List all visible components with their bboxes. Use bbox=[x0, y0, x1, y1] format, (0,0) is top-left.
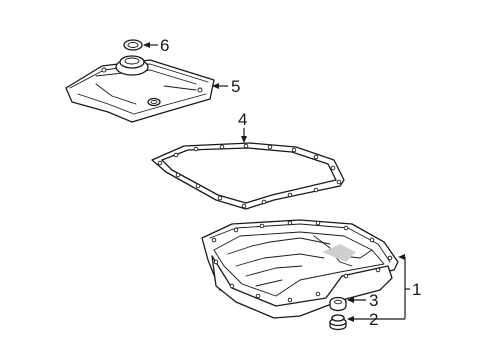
leader-5 bbox=[212, 83, 228, 89]
leader-4 bbox=[241, 128, 247, 143]
callout-1: 1 bbox=[412, 280, 421, 299]
part-1-oil-pan bbox=[201, 219, 399, 319]
leader-6 bbox=[143, 42, 158, 48]
callout-3: 3 bbox=[369, 291, 378, 310]
part-5-oil-strainer bbox=[65, 55, 215, 123]
leader-1-bracket bbox=[398, 254, 410, 319]
part-6-o-ring bbox=[123, 39, 143, 51]
part-3-drain-gasket bbox=[329, 296, 347, 312]
callout-2: 2 bbox=[369, 310, 378, 329]
callout-6: 6 bbox=[160, 36, 169, 55]
part-2-drain-plug bbox=[329, 314, 347, 331]
leader-2 bbox=[347, 316, 405, 322]
callout-5: 5 bbox=[231, 77, 240, 96]
leader-3 bbox=[347, 297, 366, 303]
part-4-pan-gasket bbox=[151, 142, 345, 210]
callout-4: 4 bbox=[238, 110, 247, 129]
